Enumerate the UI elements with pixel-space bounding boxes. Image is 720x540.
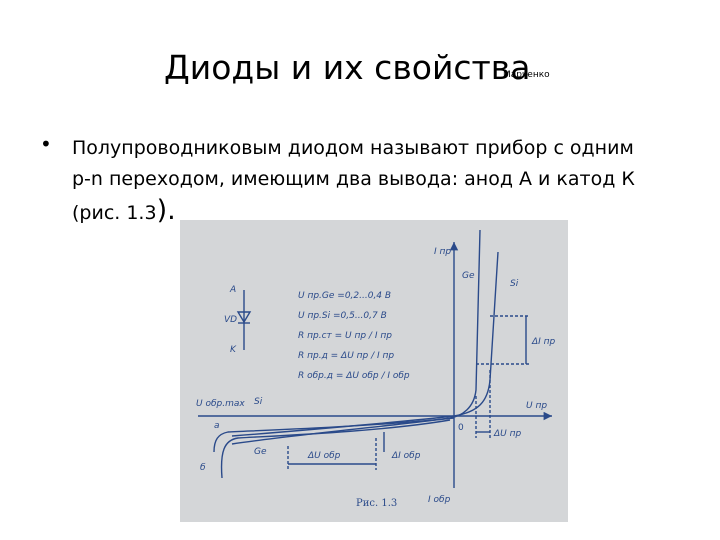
figure-reference: (рис. 1.3	[72, 202, 157, 224]
si-reverse-curve	[213, 417, 455, 453]
figure-reference-close: ).	[156, 195, 176, 226]
ge-top-label: Ge	[462, 271, 475, 281]
diode-iv-figure: A VD K U пр.Ge =0,2...0,4 В U пр.Si =0,5…	[180, 220, 568, 522]
si-top-label: Si	[510, 279, 519, 289]
ge-bottom-label: Ge	[254, 447, 267, 457]
u-obr-max-label: U обр.max	[196, 399, 245, 409]
figure-caption: Рис. 1.3	[356, 498, 397, 509]
formula-u-si: U пр.Si =0,5...0,7 В	[298, 311, 387, 321]
definition-paragraph: Полупроводниковым диодом называют прибор…	[72, 133, 712, 229]
i-obr-label: I обр	[428, 495, 451, 505]
slide-title: Диоды и их свойства	[164, 48, 531, 87]
delta-u-obr-label: ΔU обр	[307, 451, 341, 461]
paragraph-line-2: p-n переходом, имеющим два вывода: анод …	[72, 168, 635, 190]
formula-r-st: R пр.ст = U пр / I пр	[298, 331, 392, 341]
cathode-label: K	[230, 345, 237, 355]
delta-i-obr-label: ΔI обр	[391, 451, 421, 461]
formula-r-pr: R пр.д = ΔU пр / I пр	[298, 351, 394, 361]
formula-u-ge: U пр.Ge =0,2...0,4 В	[298, 291, 391, 301]
i-pr-label: I пр	[434, 247, 451, 257]
curve-a-label: а	[214, 421, 220, 431]
paragraph-line-1: Полупроводниковым диодом называют прибор…	[72, 137, 634, 159]
origin-label: 0	[458, 423, 464, 433]
si-left-label: Si	[254, 397, 263, 407]
paragraph-line-3: (рис. 1.3).	[72, 195, 712, 229]
anode-label: A	[229, 285, 236, 295]
si-forward-curve	[231, 251, 499, 437]
vd-label: VD	[224, 315, 237, 325]
author-label: Марченко	[503, 70, 550, 80]
curve-b-label: б	[200, 463, 206, 473]
delta-i-pr-label: ΔI пр	[531, 337, 556, 347]
bullet-marker: •	[40, 132, 52, 156]
u-pr-label: U пр	[526, 401, 547, 411]
ge-reverse-curve	[220, 419, 451, 479]
delta-u-pr-label: ΔU пр	[493, 429, 521, 439]
formula-r-obr: R обр.д = ΔU обр / I обр	[298, 371, 410, 381]
